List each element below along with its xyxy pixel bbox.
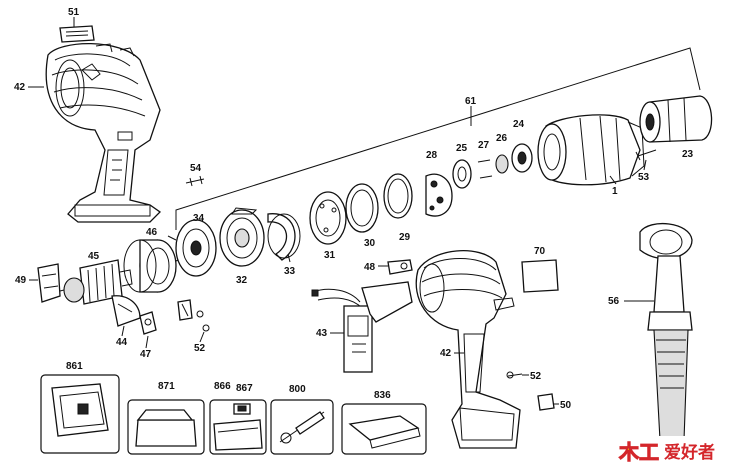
callout-836: 836 [374, 390, 391, 401]
callout-871: 871 [158, 381, 175, 392]
callout-43: 43 [316, 328, 328, 339]
callout-800: 800 [289, 384, 306, 395]
part-49-brush-holder [37, 263, 61, 303]
callout-44: 44 [116, 337, 128, 348]
accessory-866-867-battery [209, 399, 267, 455]
callout-27: 27 [478, 140, 490, 151]
part-26-pinion [495, 154, 509, 174]
callout-42-top: 42 [14, 82, 26, 93]
part-47-spring-clip [139, 311, 157, 335]
part-56-side-handle [639, 222, 693, 441]
callout-28: 28 [426, 150, 438, 161]
leader-52-motor [199, 331, 205, 343]
leader-53 [643, 159, 647, 171]
part-23-keyless-chuck [639, 95, 713, 143]
callout-48: 48 [364, 262, 376, 273]
watermark-logo: 木工 爱好者 [617, 436, 745, 465]
part-34-gear-case [167, 219, 217, 277]
part-44-brush-plate [111, 295, 141, 327]
part-46-magnet-sleeve [123, 239, 177, 293]
part-25-washer [452, 159, 472, 189]
part-28-mode-plate [425, 173, 453, 217]
callout-52-right: 52 [530, 371, 542, 382]
accessory-861-case [40, 374, 120, 454]
callout-45: 45 [88, 251, 100, 262]
callout-47: 47 [140, 349, 152, 360]
part-48-forward-reverse [387, 259, 413, 275]
part-31-ring-gear [309, 191, 347, 245]
callout-861: 861 [66, 361, 83, 372]
callout-32: 32 [236, 275, 248, 286]
callout-29: 29 [399, 232, 411, 243]
part-51-label-plate [59, 25, 95, 43]
leader-33 [287, 253, 291, 263]
callout-867: 867 [236, 383, 253, 394]
leader-44 [121, 325, 125, 337]
callout-24: 24 [513, 119, 525, 130]
callout-42-right: 42 [440, 348, 452, 359]
callout-46: 46 [146, 227, 158, 238]
part-29-spring-ring [383, 173, 413, 219]
callout-70: 70 [534, 246, 546, 257]
callout-54: 54 [190, 163, 202, 174]
part-30-thrust-ring [345, 183, 379, 233]
part-42-housing-right [415, 250, 521, 449]
watermark-text-b: 爱好者 [664, 442, 715, 463]
callout-23: 23 [682, 149, 694, 160]
callout-53: 53 [638, 172, 650, 183]
accessory-871-charger [127, 399, 205, 455]
callout-50: 50 [560, 400, 572, 411]
leader-47 [145, 335, 149, 349]
callout-1: 1 [612, 186, 618, 197]
callout-52-motor: 52 [194, 343, 206, 354]
callout-49: 49 [15, 275, 27, 286]
leader-1 [609, 175, 617, 185]
part-43-trigger-switch [311, 281, 413, 373]
part-42-housing-half [45, 42, 162, 223]
callout-33: 33 [284, 266, 296, 277]
callout-31: 31 [324, 250, 336, 261]
callout-26: 26 [496, 133, 508, 144]
callout-56: 56 [608, 296, 620, 307]
part-1-gear-housing [537, 114, 645, 186]
part-33-clutch-ring [267, 213, 301, 261]
callout-30: 30 [364, 238, 376, 249]
part-45-armature [55, 259, 133, 305]
callout-866: 866 [214, 381, 231, 392]
callout-51: 51 [68, 7, 80, 18]
part-54-pin [185, 175, 205, 187]
assembly-61-bracket [175, 47, 701, 230]
callout-25: 25 [456, 143, 468, 154]
part-53-chuck-screw [635, 149, 657, 161]
part-32-planetary-gear [219, 207, 265, 267]
watermark-text-a: 木工 [618, 440, 659, 464]
part-70-label [521, 259, 559, 293]
callout-61: 61 [465, 96, 477, 107]
part-24-spindle-gear [511, 143, 533, 173]
part-27-pins [477, 159, 493, 179]
accessory-836-case [341, 403, 427, 455]
callout-34: 34 [193, 213, 205, 224]
part-52-screws [177, 299, 210, 332]
part-50-belt-clip [537, 393, 555, 411]
part-52-screw-right [506, 371, 523, 379]
accessory-800-bit-holder [270, 399, 334, 455]
